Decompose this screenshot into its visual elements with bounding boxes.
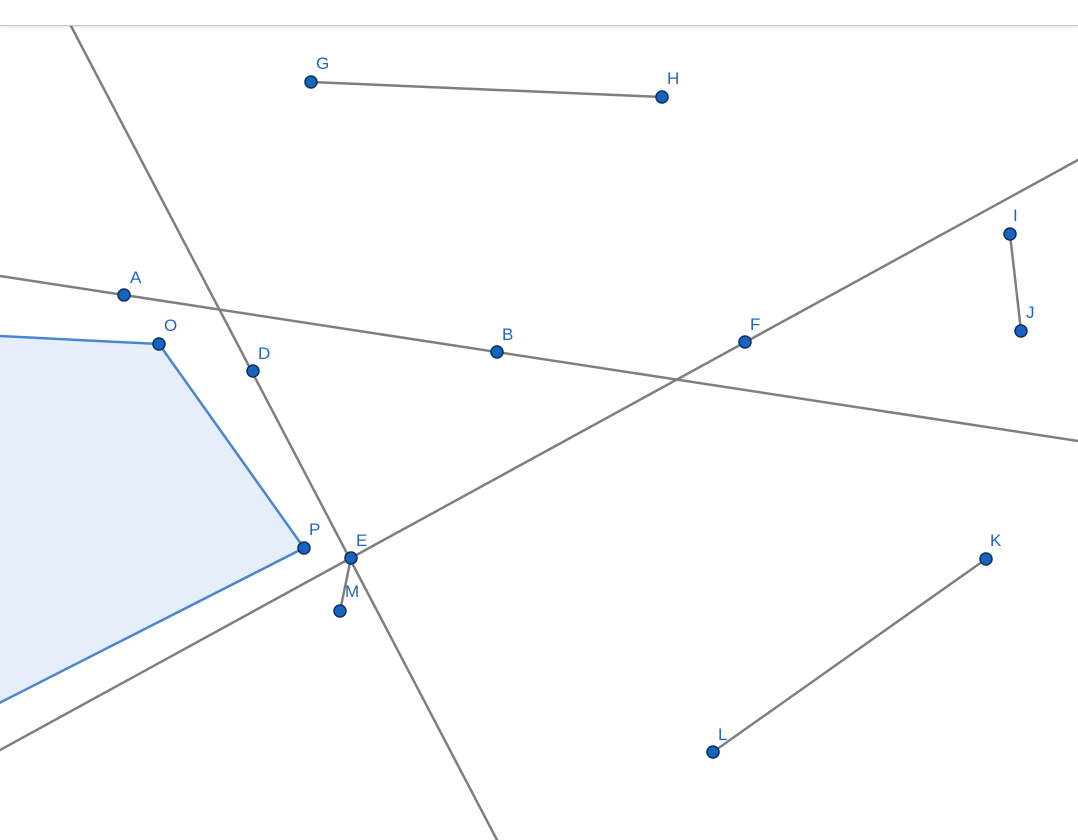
point-l-label: L <box>718 725 727 744</box>
point-e[interactable]: E <box>344 531 367 565</box>
point-o-label: O <box>164 316 177 335</box>
segment-kl[interactable] <box>711 557 988 754</box>
line-ab[interactable] <box>0 274 1078 443</box>
line-ef[interactable] <box>0 158 1078 752</box>
point-m[interactable]: M <box>333 582 359 618</box>
point-d[interactable]: D <box>246 344 270 378</box>
point-l[interactable]: L <box>706 725 727 759</box>
point-k-label: K <box>990 531 1002 550</box>
point-h-label: H <box>667 69 679 88</box>
point-d-label: D <box>258 344 270 363</box>
point-i[interactable]: I <box>1003 206 1018 241</box>
point-a-label: A <box>130 268 142 287</box>
point-b[interactable]: B <box>490 325 513 359</box>
point-g[interactable]: G <box>304 54 329 89</box>
point-j[interactable]: J <box>1014 303 1035 338</box>
point-f-label: F <box>750 315 760 334</box>
point-g-label: G <box>316 54 329 73</box>
point-p[interactable]: P <box>297 520 320 555</box>
point-e-label: E <box>356 531 367 550</box>
line-de[interactable] <box>69 24 499 840</box>
segment-em[interactable] <box>338 556 353 613</box>
segment-ij[interactable] <box>1008 232 1023 333</box>
polygon-region[interactable] <box>0 334 306 723</box>
point-m-label: M <box>345 582 359 601</box>
point-j-label: J <box>1026 303 1035 322</box>
point-f[interactable]: F <box>738 315 760 349</box>
point-h[interactable]: H <box>655 69 679 104</box>
point-b-label: B <box>502 325 513 344</box>
point-i-label: I <box>1013 206 1018 225</box>
toolbar-strip <box>0 0 1078 26</box>
point-a[interactable]: A <box>117 268 142 302</box>
point-k[interactable]: K <box>979 531 1002 566</box>
segment-gh[interactable] <box>309 80 664 99</box>
point-p-label: P <box>309 520 320 539</box>
point-o[interactable]: O <box>152 316 177 351</box>
